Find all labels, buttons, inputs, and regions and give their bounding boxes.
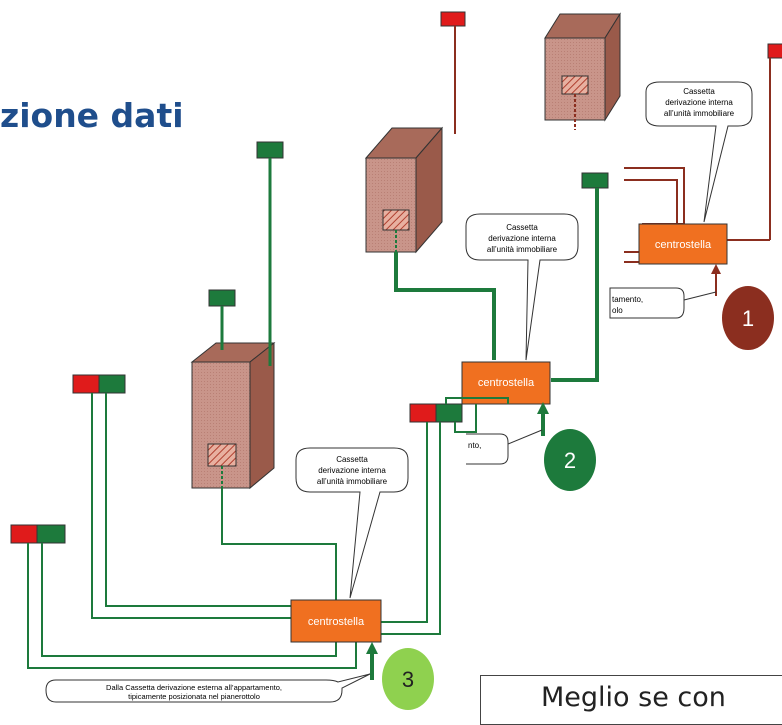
- callout-internal-3-line1: Cassetta: [336, 455, 368, 464]
- callout-clipped-1-line1: tamento,: [612, 295, 643, 304]
- callout-external-line1: Dalla Cassetta derivazione esterna all’a…: [106, 683, 282, 692]
- badge-3: [382, 648, 434, 710]
- badge-1-label: 1: [742, 306, 754, 331]
- socket-green-2b: [435, 403, 463, 423]
- socket-red-top: [440, 11, 466, 27]
- socket-green-3d: [36, 524, 66, 544]
- note-text: Meglio se con: [541, 682, 726, 713]
- centrostella-1-label: centrostella: [655, 239, 712, 251]
- socket-green-2: [581, 172, 609, 189]
- socket-red-2: [409, 403, 437, 423]
- socket-red-3a: [72, 374, 100, 394]
- callout-internal-2-line1: Cassetta: [506, 223, 538, 232]
- badge-2: [544, 429, 596, 491]
- page-title: zione dati: [0, 96, 184, 135]
- badge-3-label: 3: [402, 667, 414, 692]
- callout-internal-3-line2: derivazione interna: [318, 466, 386, 475]
- note-box: Meglio se con: [480, 675, 782, 725]
- socket-green-3b: [208, 289, 236, 307]
- cabinet-3: [190, 341, 276, 490]
- callout-internal-1-line1: Cassetta: [683, 87, 715, 96]
- callout-external-line2: tipicamente posizionata nel pianerottolo: [128, 692, 260, 701]
- callout-internal-1-line3: all’unità immobiliare: [664, 109, 735, 118]
- cabinet-2: [364, 126, 444, 254]
- badge-2-label: 2: [564, 448, 576, 473]
- scenario-3: centrostella Cassetta derivazione intern…: [10, 141, 441, 710]
- callout-internal-1-line2: derivazione interna: [665, 98, 733, 107]
- socket-red-right: [767, 43, 782, 59]
- badge-1: [722, 286, 774, 350]
- callout-clipped-2-line1: nto,: [468, 441, 481, 450]
- scenario-2: centrostella Cassetta derivazione intern…: [364, 126, 609, 491]
- centrostella-1: [638, 223, 728, 265]
- callout-internal-3-line3: all’unità immobiliare: [317, 477, 388, 486]
- cabinet-1: [544, 12, 621, 122]
- socket-red-3b: [10, 524, 38, 544]
- centrostella-3: [290, 599, 382, 643]
- centrostella-2-label: centrostella: [478, 377, 535, 389]
- callout-internal-2-line2: derivazione interna: [488, 234, 556, 243]
- socket-green-3c: [98, 374, 126, 394]
- scenario-1: centrostella Cassetta derivazione intern…: [440, 11, 782, 350]
- callout-internal-2-line3: all’unità immobiliare: [487, 245, 558, 254]
- centrostella-3-label: centrostella: [308, 616, 365, 628]
- socket-green-3a: [256, 141, 284, 159]
- callout-clipped-1-line2: olo: [612, 306, 623, 315]
